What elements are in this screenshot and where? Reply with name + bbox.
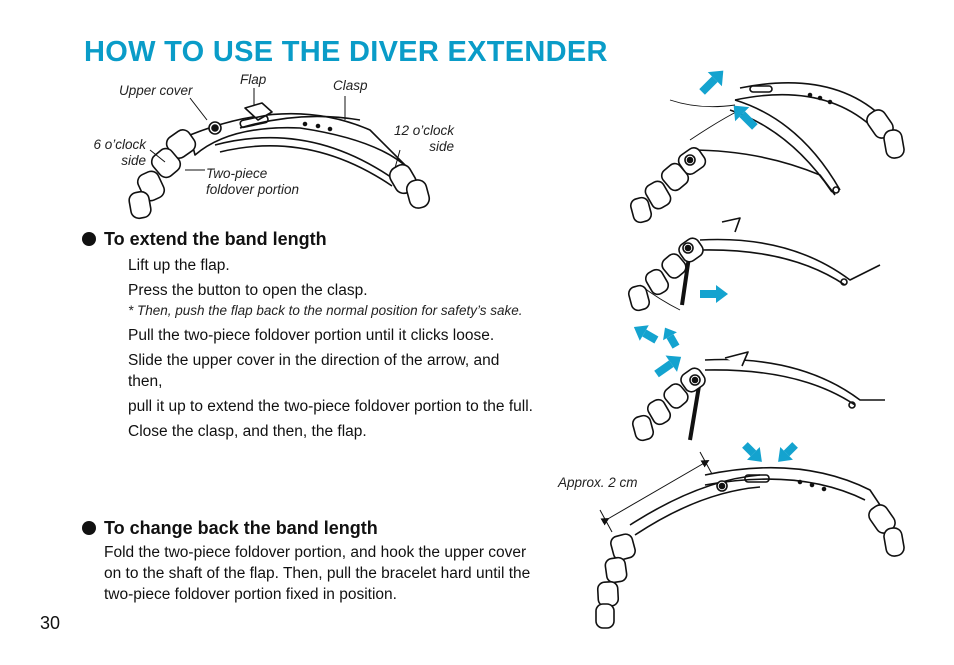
overview-bracelet-diagram [128,88,431,220]
label-6-oclock: 6 o’clock side [80,137,146,169]
page-number: 30 [40,613,61,633]
label-12-oclock: 12 o’clock side [376,123,454,155]
blue-arrows [633,70,798,462]
arrow-up-right-2 [654,355,682,378]
extend-heading: To extend the band length [82,229,327,250]
extend-step-2: Press the button to open the clasp. [128,282,368,299]
extend-step-5: pull it up to extend the two-piece foldo… [128,398,533,415]
arrow-right-1 [700,285,728,303]
label-clasp: Clasp [333,78,368,93]
left-links [128,129,197,220]
extend-step-1: Lift up the flap. [128,257,230,274]
label-two-piece-line2: foldover portion [206,182,300,197]
page-title: HOW TO USE THE DIVER EXTENDER [84,36,608,68]
arrow-up-1 [663,327,680,349]
bullet-icon [82,521,96,535]
label-6-oclock-line1: 6 o’clock [93,137,146,152]
right-links [388,163,431,209]
extend-step-3: Pull the two-piece foldover portion unti… [128,327,495,344]
label-6-oclock-line2: side [121,153,146,168]
extend-note: * Then, push the flap back to the normal… [128,303,523,318]
change-back-heading: To change back the band length [82,518,378,539]
label-12-oclock-line2: side [429,139,454,154]
change-back-heading-text: To change back the band length [104,518,378,538]
arrow-down-right-1 [733,105,758,130]
label-flap: Flap [240,72,267,87]
step-diagram-3 [631,351,885,442]
label-12-oclock-line1: 12 o’clock [393,123,454,138]
extend-step-6: Close the clasp, and then, the flap. [128,423,367,440]
extend-step-4: Slide the upper cover in the direction o… [128,352,500,390]
label-two-piece: Two-piece foldover portion [206,166,299,198]
extend-steps: Lift up the flap. Press the button to op… [128,255,538,446]
step-diagram-2 [627,217,881,312]
arrow-up-left-1 [633,325,659,344]
label-upper-cover: Upper cover [119,83,193,98]
step-diagram-1 [629,82,905,224]
change-back-text: Fold the two-piece foldover portion, and… [104,544,531,603]
arrow-down-left-1 [778,442,798,462]
arrow-up-right-1 [699,70,724,95]
final-bracelet-diagram [595,451,905,629]
extend-heading-text: To extend the band length [104,229,327,249]
bullet-icon [82,232,96,246]
label-two-piece-line1: Two-piece [206,166,268,181]
arrow-down-right-2 [742,442,762,462]
